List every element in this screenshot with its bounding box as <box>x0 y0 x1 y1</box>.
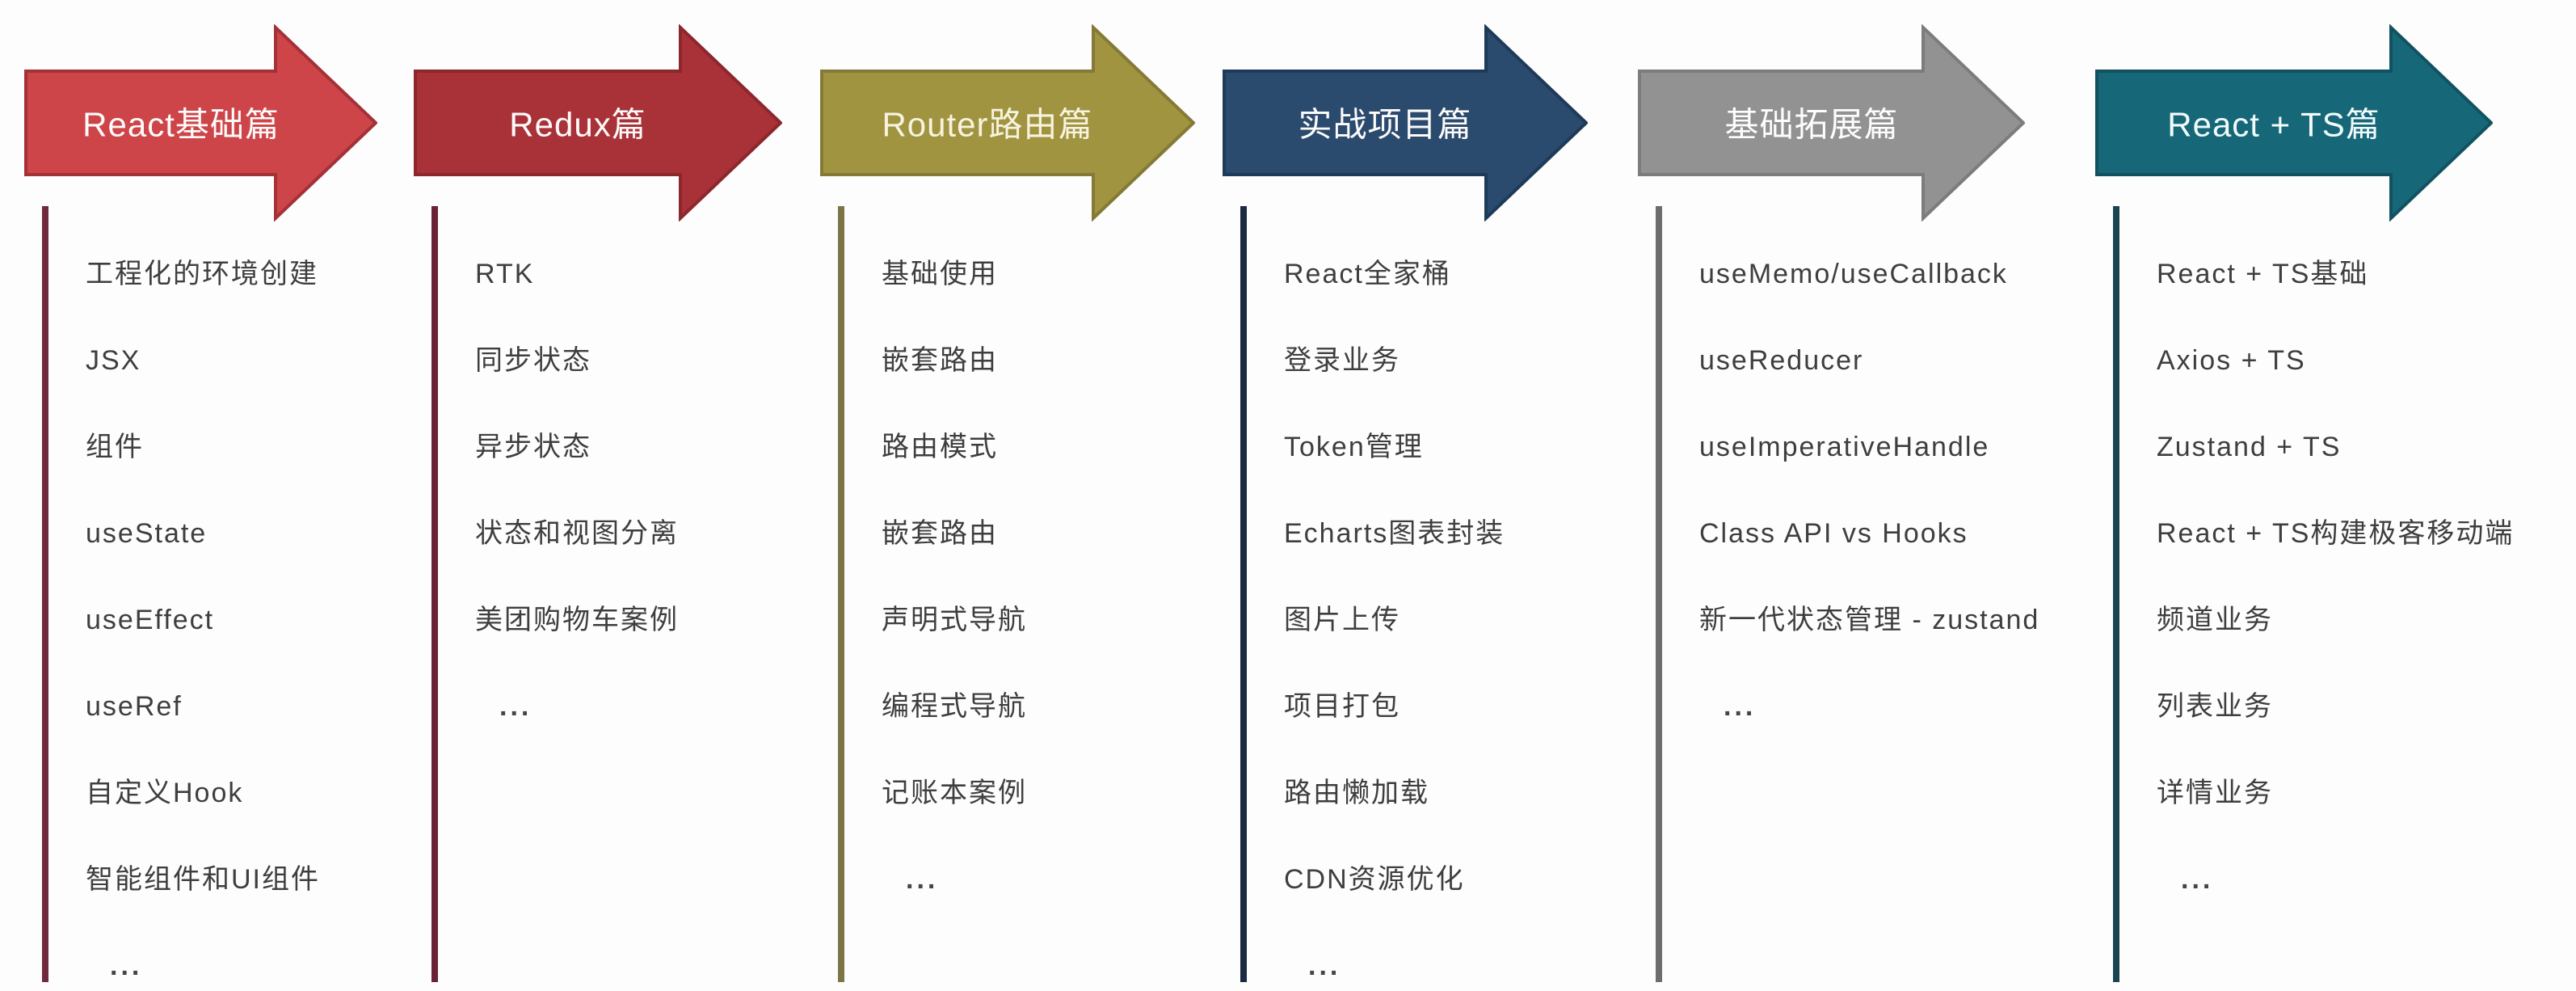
topic-item: 同步状态 <box>475 345 591 376</box>
topic-list-panel: React + TS基础 Axios + TS Zustand + TS React … <box>2113 206 2576 982</box>
arrow-title: React + TS篇 <box>2167 106 2380 144</box>
topic-item: 编程式导航 <box>882 691 1027 722</box>
arrow-banner: React基础篇 <box>24 24 377 221</box>
topic-item: 组件 <box>86 432 144 462</box>
topic-item: 登录业务 <box>1284 345 1400 376</box>
topic-item: 工程化的环境创建 <box>86 259 318 289</box>
topic-items: useMemo/useCallback useReducer useImperati… <box>1699 206 2090 723</box>
more-item: ... <box>499 691 532 722</box>
topic-item: 自定义Hook <box>86 778 244 808</box>
topic-item: CDN资源优化 <box>1284 864 1465 895</box>
arrow-shape <box>24 24 377 221</box>
arrow-shape <box>1223 24 1588 221</box>
topic-items: RTK 同步状态异步状态状态和视图分离美团购物车案例... <box>475 206 810 723</box>
course-column-react-basics: React基础篇 工程化的环境创建 JSX 组件 useState useEffect u… <box>24 0 404 991</box>
topic-list-panel: useMemo/useCallback useReducer useImperati… <box>1656 206 2090 982</box>
arrow-banner: 基础拓展篇 <box>1638 24 2025 221</box>
topic-items: React全家桶登录业务 Token管理 Echarts图表封装图片上传项目打包路由… <box>1284 206 1627 982</box>
topic-list-panel: React全家桶登录业务 Token管理 Echarts图表封装图片上传项目打包路由… <box>1240 206 1627 982</box>
arrow-shape <box>2095 24 2493 221</box>
topic-item: RTK <box>475 259 535 289</box>
topic-item: JSX <box>86 345 141 376</box>
arrow-title: React基础篇 <box>82 106 280 144</box>
topic-item: useMemo/useCallback <box>1699 259 2008 289</box>
course-column-extension: 基础拓展篇 useMemo/useCallback useReducer useIm… <box>1638 0 2090 991</box>
more-item: ... <box>2181 864 2214 895</box>
course-column-router: Router路由篇 基础使用嵌套路由路由模式嵌套路由声明式导航编程式导航记账本案… <box>820 0 1216 991</box>
more-item: ... <box>110 951 143 981</box>
arrow-title: Router路由篇 <box>882 106 1092 144</box>
topic-items: 工程化的环境创建 JSX 组件 useState useEffect useRef 自定义H… <box>86 206 404 982</box>
topic-item: React全家桶 <box>1284 259 1451 289</box>
topic-item: 美团购物车案例 <box>475 605 679 635</box>
topic-item: React + TS基础 <box>2157 259 2369 289</box>
arrow-banner: React + TS篇 <box>2095 24 2493 221</box>
topic-item: Token管理 <box>1284 432 1424 462</box>
arrow-title: 基础拓展篇 <box>1724 106 1898 144</box>
topic-item: 基础使用 <box>882 259 998 289</box>
arrow-banner: Router路由篇 <box>820 24 1195 221</box>
topic-item: 记账本案例 <box>882 778 1027 808</box>
topic-item: 状态和视图分离 <box>475 518 679 549</box>
arrow-title: Redux篇 <box>509 106 646 144</box>
topic-item: 新一代状态管理 - zustand <box>1699 605 2040 635</box>
arrow-shape <box>820 24 1195 221</box>
topic-item: useEffect <box>86 605 215 635</box>
more-item: ... <box>906 864 939 895</box>
topic-item: 图片上传 <box>1284 605 1400 635</box>
topic-item: useRef <box>86 691 183 722</box>
topic-list-panel: RTK 同步状态异步状态状态和视图分离美团购物车案例... <box>431 206 810 982</box>
topic-item: 路由模式 <box>882 432 998 462</box>
topic-item: 智能组件和UI组件 <box>86 864 320 895</box>
topic-item: Zustand + TS <box>2157 432 2342 462</box>
topic-item: useImperativeHandle <box>1699 432 1990 462</box>
topic-item: Class API vs Hooks <box>1699 518 1968 549</box>
topic-list-panel: 工程化的环境创建 JSX 组件 useState useEffect useRef 自定义H… <box>42 206 404 982</box>
arrow-banner: Redux篇 <box>414 24 782 221</box>
arrow-shape <box>414 24 782 221</box>
topic-item: useReducer <box>1699 345 1864 376</box>
topic-item: Axios + TS <box>2157 345 2306 376</box>
course-column-redux: Redux篇 RTK 同步状态异步状态状态和视图分离美团购物车案例... <box>414 0 810 991</box>
arrow-title: 实战项目篇 <box>1298 106 1471 144</box>
topic-item: 声明式导航 <box>882 605 1027 635</box>
more-item: ... <box>1308 951 1341 981</box>
topic-item: Echarts图表封装 <box>1284 518 1505 549</box>
topic-item: useState <box>86 518 208 549</box>
topic-item: 异步状态 <box>475 432 591 462</box>
topic-item: 项目打包 <box>1284 691 1400 722</box>
topic-item: 嵌套路由 <box>882 518 998 549</box>
arrow-banner: 实战项目篇 <box>1223 24 1588 221</box>
topic-items: React + TS基础 Axios + TS Zustand + TS React … <box>2157 206 2576 896</box>
topic-item: 嵌套路由 <box>882 345 998 376</box>
more-item: ... <box>1724 691 1757 722</box>
course-column-project: 实战项目篇 React全家桶登录业务 Token管理 Echarts图表封装图片上传… <box>1223 0 1627 991</box>
topic-item: React + TS构建极客移动端 <box>2157 518 2515 549</box>
topic-item: 列表业务 <box>2157 691 2273 722</box>
topic-item: 频道业务 <box>2157 605 2273 635</box>
topic-list-panel: 基础使用嵌套路由路由模式嵌套路由声明式导航编程式导航记账本案例... <box>838 206 1216 982</box>
arrow-shape <box>1638 24 2025 221</box>
topic-item: 路由懒加载 <box>1284 778 1429 808</box>
topic-item: 详情业务 <box>2157 778 2273 808</box>
topic-items: 基础使用嵌套路由路由模式嵌套路由声明式导航编程式导航记账本案例... <box>882 206 1216 896</box>
course-column-react-ts: React + TS篇 React + TS基础 Axios + TS Zustan… <box>2095 0 2576 991</box>
